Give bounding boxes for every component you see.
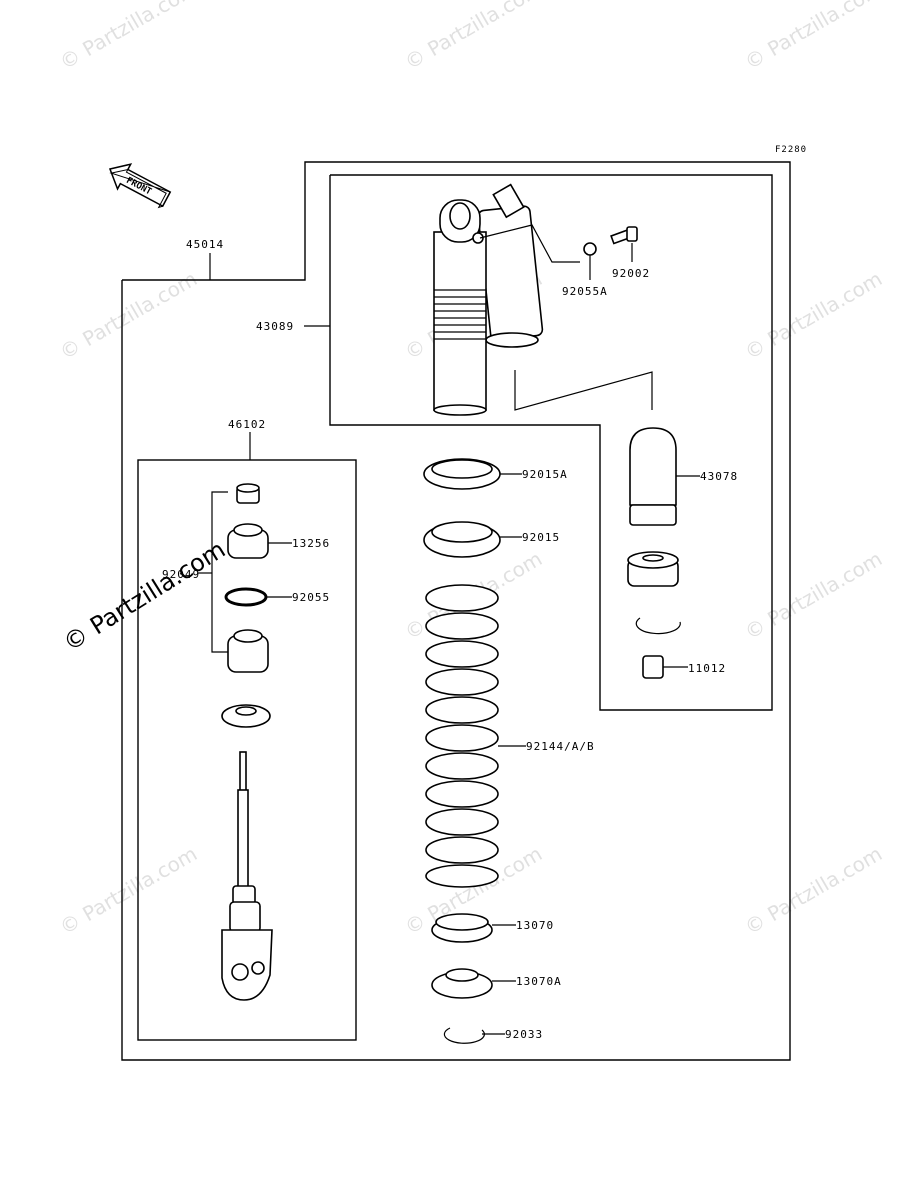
valve-cap-11012 — [642, 655, 664, 679]
bladder-43078 — [629, 427, 677, 526]
adjusting-nut-92015 — [423, 521, 501, 558]
snap-ring — [635, 617, 681, 635]
bushing-lower — [227, 629, 269, 673]
label-13070: 13070 — [516, 919, 554, 932]
piston-rod-assembly — [221, 751, 273, 1001]
seal-plate — [221, 704, 271, 728]
label-45014: 45014 — [186, 238, 224, 251]
assembly-frame-45014 — [121, 161, 791, 1061]
spring-guide-13070 — [431, 913, 493, 943]
label-92049: 92049 — [162, 568, 200, 581]
spring-guide-13070a — [431, 968, 493, 999]
coil-spring-92144 — [425, 584, 499, 888]
label-92015a: 92015A — [522, 468, 568, 481]
watermark: © Partzilla.com — [741, 841, 887, 939]
label-13256: 13256 — [292, 537, 330, 550]
assembly-frame-43089 — [329, 174, 773, 711]
label-46102: 46102 — [228, 418, 266, 431]
label-92002: 92002 — [612, 267, 650, 280]
shock-absorber-body — [433, 183, 653, 416]
watermark: © Partzilla.com — [741, 546, 887, 644]
figure-code: F2280 — [775, 145, 807, 155]
label-92015: 92015 — [522, 531, 560, 544]
label-11012: 11012 — [688, 662, 726, 675]
label-92144: 92144/A/B — [526, 740, 595, 753]
nut — [236, 483, 260, 504]
label-92055a: 92055A — [562, 285, 608, 298]
watermark-large: © Partzilla.com — [58, 535, 230, 657]
bolt-92002 — [610, 226, 638, 245]
lock-nut-92015a — [423, 458, 501, 490]
label-92033: 92033 — [505, 1028, 543, 1041]
assembly-frame-46102 — [137, 459, 357, 1041]
label-43078: 43078 — [700, 470, 738, 483]
label-92055: 92055 — [292, 591, 330, 604]
watermark: © Partzilla.com — [741, 266, 887, 364]
group-bracket — [211, 491, 228, 653]
bushing-13256 — [227, 523, 269, 559]
o-ring-92055a — [583, 242, 597, 256]
reservoir-cap — [627, 551, 679, 587]
watermark: © Partzilla.com — [56, 0, 202, 74]
watermark: © Partzilla.com — [401, 0, 547, 74]
watermark: © Partzilla.com — [741, 0, 887, 74]
o-ring-92055 — [224, 587, 268, 607]
label-13070a: 13070A — [516, 975, 562, 988]
label-43089: 43089 — [256, 320, 294, 333]
circlip-92033 — [443, 1027, 485, 1044]
front-arrow-icon: FRONT — [108, 163, 172, 209]
watermark: © Partzilla.com — [56, 841, 202, 939]
watermark: © Partzilla.com — [56, 266, 202, 364]
